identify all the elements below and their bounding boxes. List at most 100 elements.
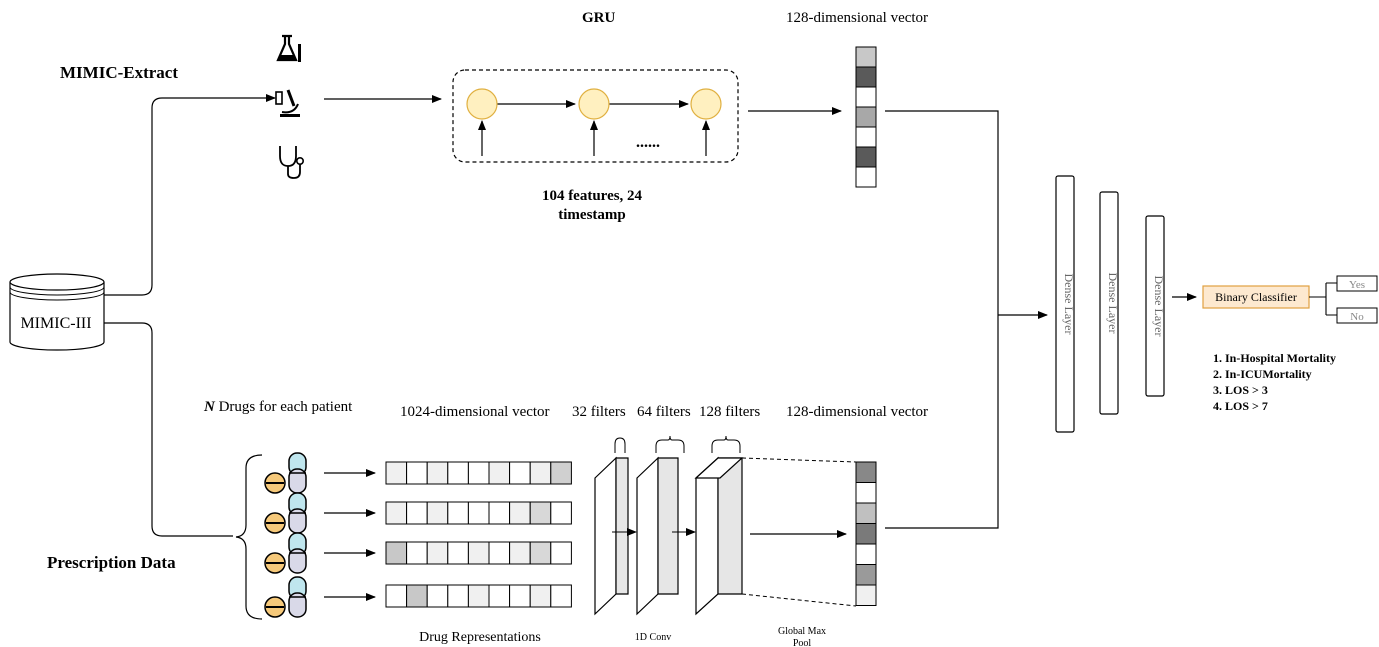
connector-to-prescriptions <box>104 322 233 537</box>
filter-label-128: 128 filters <box>699 404 760 420</box>
dense-layer-3 <box>1145 215 1165 397</box>
dense-layer-2 <box>1099 191 1119 415</box>
drug-vector-cell <box>550 584 572 608</box>
vector-cell <box>855 461 877 483</box>
drug-vector-cell <box>447 584 469 608</box>
pill-icon <box>264 452 307 494</box>
drug-vector-cell <box>467 461 490 485</box>
drug-vector-cell <box>406 541 428 565</box>
drug-vector-cell <box>509 541 531 565</box>
classifier-split-connector <box>1309 282 1337 316</box>
output-yes-box <box>1336 275 1378 292</box>
gru-title: GRU <box>582 10 616 26</box>
vector-cell <box>855 584 877 606</box>
gru-box <box>452 69 739 163</box>
connector-to-extract <box>104 94 276 296</box>
task-item: 1. In-Hospital Mortality <box>1213 351 1336 365</box>
drug-vector-cell <box>488 541 511 565</box>
gru-caption-line2: timestamp <box>558 207 626 223</box>
microscope-icon <box>275 89 300 117</box>
merge-connector-bottom <box>885 315 999 529</box>
vector-cell <box>855 543 877 565</box>
filter-braces <box>614 435 741 453</box>
drug-vector-cell <box>426 461 449 485</box>
drug-brace <box>235 454 263 620</box>
output-no-box <box>1336 307 1378 324</box>
drug-vector-cell <box>447 541 469 565</box>
vector-cell <box>855 86 877 108</box>
drug-vector-cell <box>467 584 490 608</box>
gru-ellipsis: ...... <box>636 134 660 151</box>
pill-icon <box>264 532 307 574</box>
mimic-database-label: MIMIC-III <box>20 315 91 332</box>
gru-node <box>578 88 610 120</box>
drug-vector-cell <box>509 461 531 485</box>
drug-vector-cell <box>529 541 552 565</box>
pool-caption-line2: Pool <box>793 638 812 647</box>
drugs-per-patient-label: N Drugs for each patient <box>203 399 353 415</box>
drug-vector-cell <box>550 541 572 565</box>
pill-group <box>264 452 307 618</box>
drug-vector-cell <box>488 501 511 525</box>
task-item: 4. LOS > 7 <box>1213 399 1268 413</box>
filter-label-64: 64 filters <box>637 404 691 420</box>
drug-vector-cell <box>488 461 511 485</box>
mimic-database-icon <box>9 273 105 351</box>
binary-classifier-label: Binary Classifier <box>1215 290 1297 304</box>
drug-vector-cell <box>385 541 408 565</box>
task-item: 3. LOS > 3 <box>1213 383 1268 397</box>
pool-projection-lines <box>741 457 857 607</box>
bottom-vector-label: 128-dimensional vector <box>786 404 928 420</box>
drug-vector-cell <box>529 501 552 525</box>
conv-layer-32 <box>594 456 629 616</box>
vector-cell <box>855 146 877 168</box>
drug-vector-cell <box>529 461 552 485</box>
drug-vector-cell <box>488 584 511 608</box>
mimic-extract-label: MIMIC-Extract <box>60 63 178 82</box>
vector-cell <box>855 564 877 586</box>
vector-cell <box>855 502 877 524</box>
conv-layer-64 <box>636 456 679 616</box>
conv-arrows <box>612 528 847 538</box>
dense-layer-3-label: Dense Layer <box>1152 276 1166 337</box>
gru-node <box>690 88 722 120</box>
top-vector <box>855 46 877 188</box>
drug-arrows <box>324 469 376 601</box>
top-vector-label: 128-dimensional vector <box>786 10 928 26</box>
drug-vector-cell <box>385 461 408 485</box>
drug-vector-cell <box>550 461 572 485</box>
drug-vector-cell <box>447 501 469 525</box>
drug-vector-cell <box>385 501 408 525</box>
gru-node <box>466 88 498 120</box>
drug-vector-label: 1024-dimensional vector <box>400 404 550 420</box>
drug-vector-cell <box>406 584 428 608</box>
bottom-vector <box>855 461 877 606</box>
vector-cell <box>855 523 877 545</box>
drug-vector-cell <box>509 501 531 525</box>
vector-cell <box>855 46 877 68</box>
output-yes-label: Yes <box>1349 279 1365 291</box>
drug-representations-caption: Drug Representations <box>419 630 541 645</box>
task-item: 2. In-ICUMortality <box>1213 367 1312 381</box>
drug-vector-cell <box>509 584 531 608</box>
flask-icon <box>276 34 301 62</box>
vector-cell <box>855 166 877 188</box>
drug-vector-cell <box>529 584 552 608</box>
dense-layer-2-label: Dense Layer <box>1106 273 1120 334</box>
output-no-label: No <box>1350 311 1364 323</box>
drug-vector-cell <box>550 501 572 525</box>
pool-caption-line1: Global Max <box>778 626 826 637</box>
gru-caption-line1: 104 features, 24 <box>542 188 643 204</box>
vector-cell <box>855 66 877 88</box>
drug-vector-cell <box>426 584 449 608</box>
vector-cell <box>855 106 877 128</box>
drug-vector-cell <box>426 541 449 565</box>
drug-vector-cell <box>447 461 469 485</box>
drug-vector-cell <box>406 501 428 525</box>
dense-layer-1-label: Dense Layer <box>1062 274 1076 335</box>
prescription-data-label: Prescription Data <box>47 553 176 572</box>
pill-icon <box>264 492 307 534</box>
drug-representation-rows <box>385 461 572 608</box>
filter-label-32: 32 filters <box>572 404 626 420</box>
